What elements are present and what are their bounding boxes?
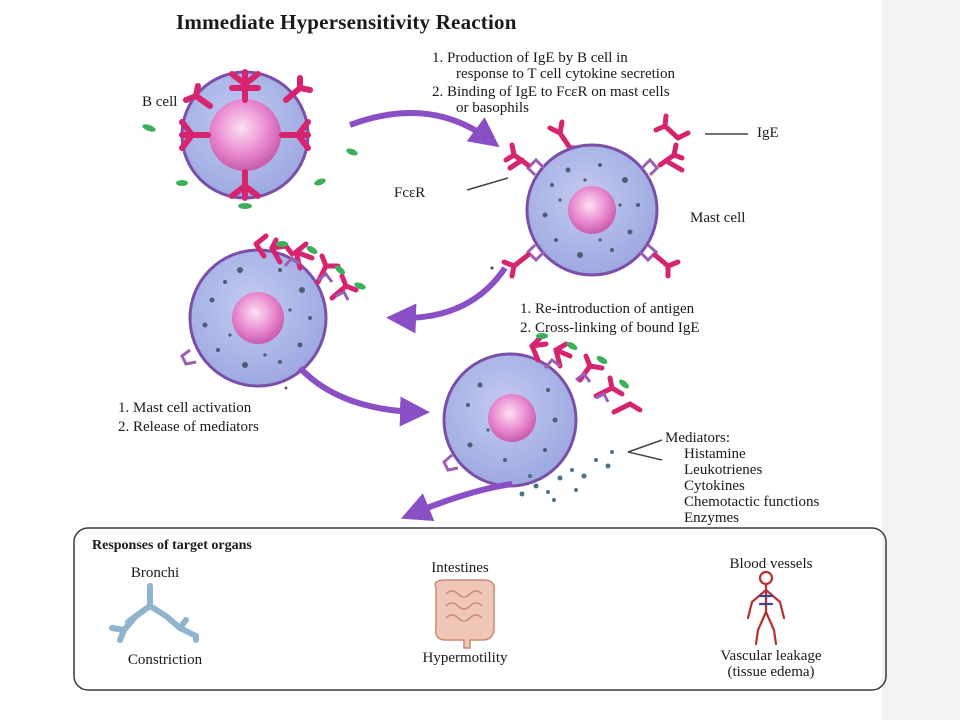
mediator-item: Chemotactic functions <box>684 494 820 510</box>
responses-box <box>73 527 887 691</box>
arrow-to-responses <box>400 481 513 521</box>
intestines-icon <box>434 579 496 649</box>
step3-line2: 2. Release of mediators <box>118 419 259 435</box>
arrow-crosslink-to-activated <box>297 365 430 427</box>
step3-line1: 1. Mast cell activation <box>118 400 252 416</box>
cell-crosslinked <box>188 248 328 388</box>
step2-line2: 2. Cross-linking of bound IgE <box>520 320 700 336</box>
mast-cell-ige <box>501 142 685 279</box>
mast-cell-sensitized <box>525 143 659 277</box>
step1-line1: 1. Production of IgE by B cell in <box>432 50 628 66</box>
mediator-item: Cytokines <box>684 478 745 494</box>
responses-title: Responses of target organs <box>92 538 252 553</box>
step1-line2: response to T cell cytokine secretion <box>456 66 675 82</box>
bronchi-icon <box>109 583 199 643</box>
organ-name-intestines: Intestines <box>431 560 489 576</box>
mediator-item: Histamine <box>684 446 746 462</box>
b-cell-label: B cell <box>142 94 178 110</box>
organ-effect-bronchi: Constriction <box>127 652 203 668</box>
crosslinked-receptors <box>180 255 350 366</box>
activated-receptors <box>442 357 610 472</box>
diagram-title: Immediate Hypersensitivity Reaction <box>176 10 517 34</box>
fcer-label: FcεR <box>394 185 426 201</box>
mediators-header: Mediators: <box>665 430 730 446</box>
activated-antigens <box>536 333 629 389</box>
mediator-pointer <box>627 439 663 461</box>
crosslinked-antigens <box>276 241 366 290</box>
b-cell-ige <box>179 69 313 201</box>
cell-activated <box>442 352 578 488</box>
blood-vessels-icon <box>746 570 786 646</box>
b-cell-antigens <box>142 124 358 209</box>
organ-name-bronchi: Bronchi <box>130 565 180 581</box>
free-ige <box>547 113 691 151</box>
organ-effect2-blood-vessels: (tissue edema) <box>727 664 815 680</box>
ige-label: IgE <box>757 125 779 141</box>
organ-effect-intestines: Hypermotility <box>422 650 508 666</box>
organ-name-blood-vessels: Blood vessels <box>729 556 813 572</box>
released-mediator-granules <box>519 450 614 502</box>
mast-cell-receptors <box>525 157 660 263</box>
arrow-mast-to-crosslink <box>386 266 508 334</box>
mast-cell-label: Mast cell <box>690 210 746 226</box>
mediator-item: Enzymes <box>684 510 739 526</box>
organ-effect-blood-vessels: Vascular leakage <box>720 648 822 664</box>
step1-line3: 2. Binding of IgE to FcεR on mast cells <box>432 84 670 100</box>
arrow-bcell-to-mast <box>348 110 500 148</box>
page-edge <box>882 0 960 720</box>
step2-line1: 1. Re-introduction of antigen <box>520 301 695 317</box>
step1-line4: or basophils <box>456 100 529 116</box>
mediator-item: Leukotrienes <box>684 462 763 478</box>
